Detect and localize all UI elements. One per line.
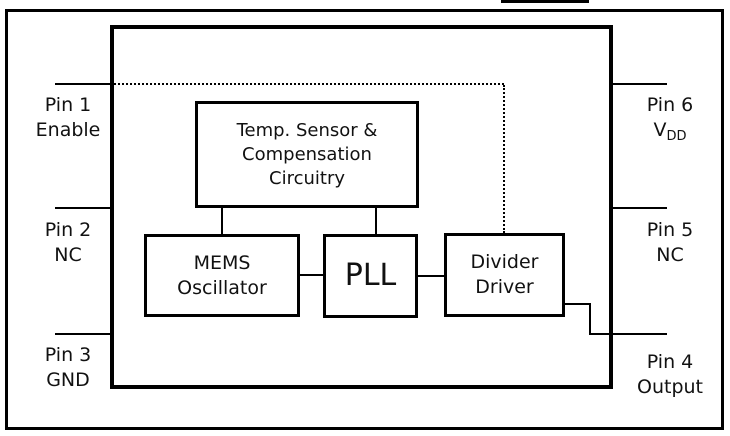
pin1-label: Pin 1 Enable: [18, 93, 118, 143]
pin6-lead: [611, 83, 667, 85]
pin6-name: Pin 6: [646, 94, 694, 116]
block-divider-driver: Divider Driver: [444, 233, 565, 317]
temp-to-mems-connector: [221, 206, 223, 234]
block-pll: PLL: [323, 234, 418, 318]
chip-outline: [110, 25, 613, 389]
pin3-lead: [55, 333, 112, 335]
temp-sensor-label-line2: Compensation: [242, 143, 372, 165]
cropped-title-fragment: [501, 0, 589, 3]
pin2-lead: [55, 207, 112, 209]
pin2-function: NC: [54, 244, 82, 266]
pin5-name: Pin 5: [646, 219, 694, 241]
output-route-horizontal-1: [564, 303, 591, 305]
pin1-name: Pin 1: [44, 94, 92, 116]
block-mems-oscillator: MEMS Oscillator: [144, 234, 300, 317]
pin5-lead: [611, 207, 667, 209]
divider-label-line2: Driver: [475, 276, 534, 298]
pin6-function-subscript: DD: [666, 129, 687, 144]
divider-label-line1: Divider: [470, 251, 539, 273]
pin4-name: Pin 4: [646, 351, 694, 373]
pin6-function: VDD: [620, 118, 720, 143]
temp-sensor-label-line3: Circuitry: [269, 167, 345, 189]
pin4-label: Pin 4 Output: [620, 350, 720, 400]
block-temp-sensor: Temp. Sensor & Compensation Circuitry: [195, 101, 419, 208]
mems-to-pll-connector: [299, 274, 324, 276]
pin5-function: NC: [656, 244, 684, 266]
pin3-function: GND: [46, 369, 90, 391]
temp-to-pll-connector: [375, 206, 377, 234]
figure-frame: [5, 9, 724, 430]
mems-label-line2: Oscillator: [177, 276, 267, 299]
output-route-vertical: [589, 303, 591, 335]
enable-dotted-line-vertical: [503, 85, 505, 233]
pin5-label: Pin 5 NC: [620, 218, 720, 268]
pll-label: PLL: [344, 258, 397, 293]
mems-label-line1: MEMS: [193, 251, 251, 274]
pll-to-divider-connector: [417, 275, 445, 277]
pin1-lead: [55, 83, 112, 85]
pin6-function-base: V: [653, 119, 667, 141]
pin4-function: Output: [637, 376, 703, 398]
pin6-label: Pin 6 VDD: [620, 93, 720, 143]
pin3-label: Pin 3 GND: [18, 343, 118, 393]
temp-sensor-label-line1: Temp. Sensor &: [236, 119, 378, 141]
output-route-horizontal-2: [589, 333, 667, 335]
pin2-label: Pin 2 NC: [18, 218, 118, 268]
pin3-name: Pin 3: [44, 344, 92, 366]
enable-dotted-line-horizontal: [114, 83, 504, 85]
pin2-name: Pin 2: [44, 219, 92, 241]
pin1-function: Enable: [35, 119, 101, 141]
